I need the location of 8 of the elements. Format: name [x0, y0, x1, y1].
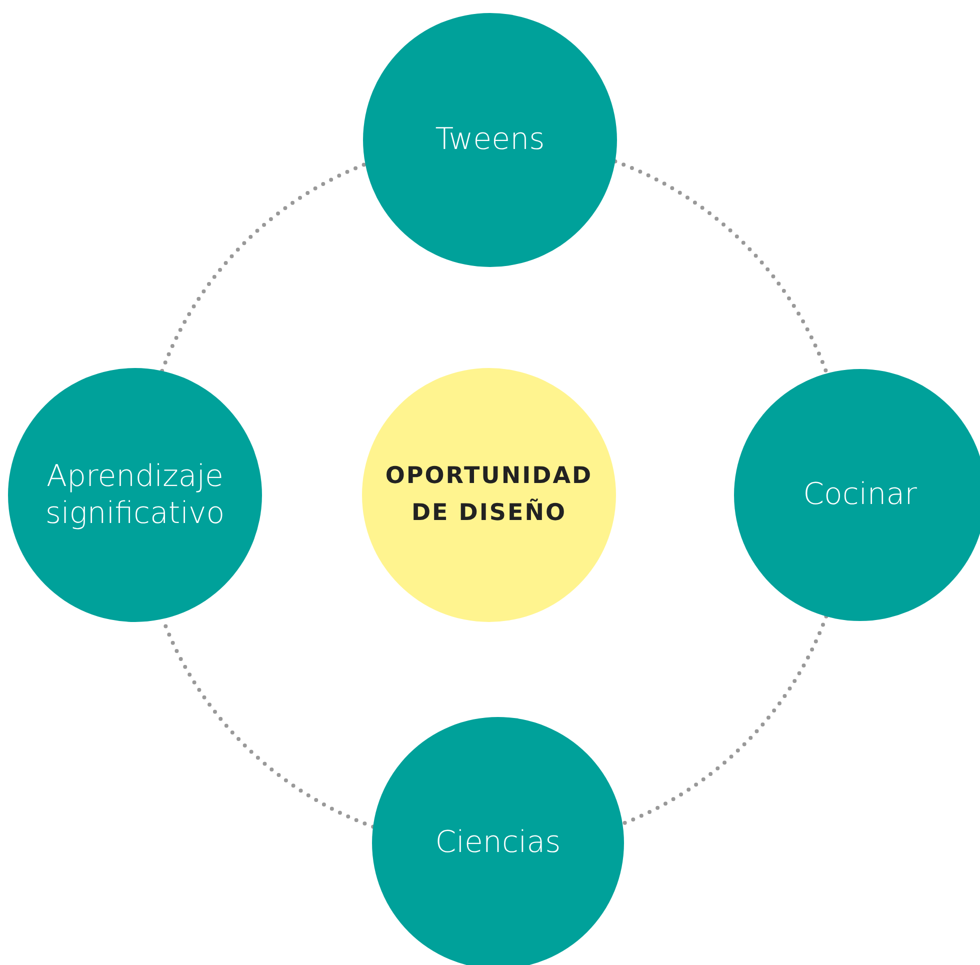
dotted-connector	[620, 614, 828, 826]
circle-label: Cocinar	[803, 476, 917, 514]
circle-label: Tweens	[435, 121, 545, 159]
circle-label: OPORTUNIDAD DE DISEÑO	[384, 462, 594, 528]
dotted-connector	[160, 162, 368, 373]
circle-label: Ciencias	[435, 824, 561, 862]
dotted-connector	[613, 159, 829, 376]
circle-label: Aprendizaje significativo	[44, 458, 226, 532]
